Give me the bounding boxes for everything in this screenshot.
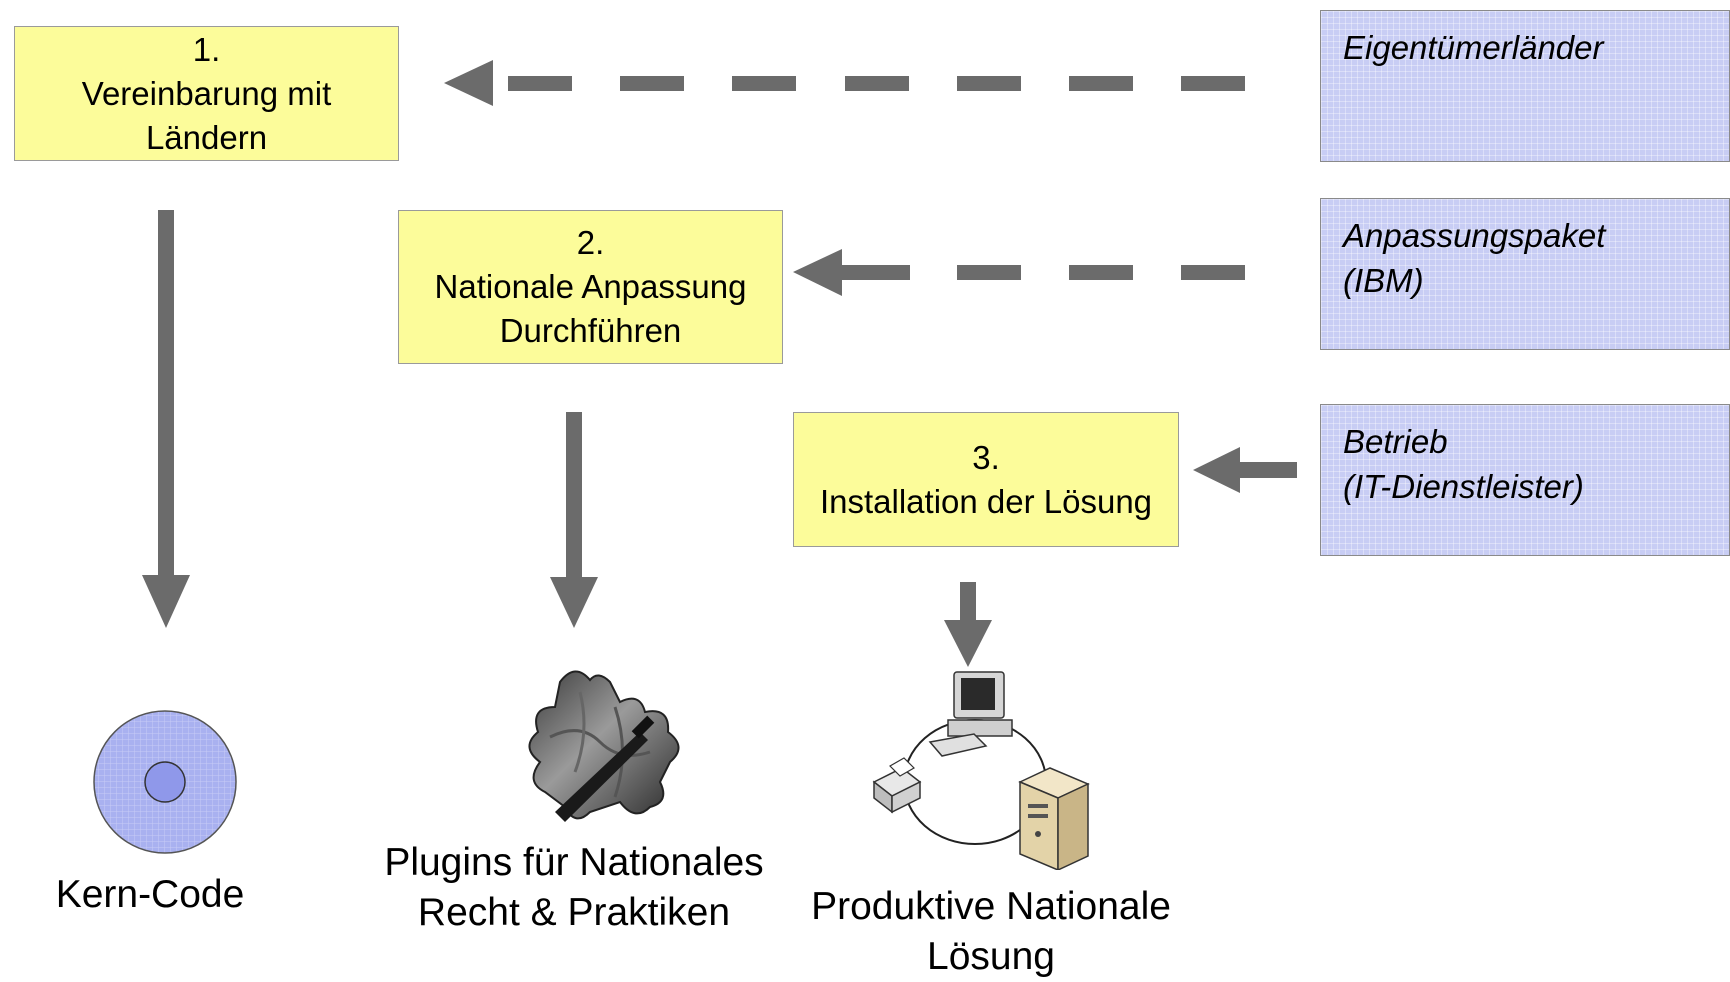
step-2-number: 2.: [576, 224, 605, 261]
network-icon: [872, 671, 1090, 870]
down-arrow-step2: [550, 412, 598, 628]
puzzle-icon: [528, 670, 680, 822]
step-1-line-2: Ländern: [145, 118, 268, 156]
step-1-number: 1.: [192, 30, 221, 68]
step-3-line-1: Installation der Lösung: [819, 482, 1153, 520]
output-3-line-1: Produktive Nationale: [811, 885, 1171, 928]
dashed-arrow-owner-to-step1: [444, 60, 1245, 106]
computer-icon: [928, 671, 1013, 757]
output-productive-label: Produktive Nationale Lösung: [770, 882, 1212, 982]
actor-1-line-1: Eigentümerländer: [1343, 29, 1604, 66]
actor-3-line-1: Betrieb: [1343, 423, 1448, 460]
server-icon: [1018, 767, 1090, 870]
step-2-line-2: Durchführen: [499, 312, 682, 349]
actor-owner-countries-box: Eigentümerländer: [1320, 10, 1730, 162]
step-1-box: 1. Vereinbarung mit Ländern: [14, 26, 399, 161]
disc-icon: [93, 710, 237, 854]
actor-operations-box: Betrieb (IT-Dienstleister): [1320, 404, 1730, 556]
step-2-box: 2. Nationale Anpassung Durchführen: [398, 210, 783, 364]
step-3-number: 3.: [972, 438, 1000, 476]
actor-3-line-2: (IT-Dienstleister): [1343, 468, 1584, 505]
printer-icon: [872, 757, 922, 814]
solid-arrow-it-to-step3: [1193, 447, 1297, 493]
step-3-box: 3. Installation der Lösung: [793, 412, 1179, 547]
output-3-line-2: Lösung: [927, 935, 1055, 978]
actor-2-line-1: Anpassungspaket: [1343, 217, 1606, 254]
output-plugins-label: Plugins für Nationales Recht & Praktiken: [344, 838, 804, 938]
output-1-line-1: Kern-Code: [55, 873, 245, 916]
output-2-line-1: Plugins für Nationales: [384, 841, 764, 884]
actor-adaptation-package-box: Anpassungspaket (IBM): [1320, 198, 1730, 350]
step-1-line-1: Vereinbarung mit: [81, 74, 332, 112]
down-arrow-step3: [944, 582, 992, 667]
step-2-line-1: Nationale Anpassung: [434, 268, 747, 305]
actor-2-line-2: (IBM): [1343, 262, 1424, 299]
down-arrow-step1: [142, 210, 190, 628]
output-kern-code-label: Kern-Code: [0, 870, 300, 920]
output-2-line-2: Recht & Praktiken: [417, 891, 731, 934]
dashed-arrow-ibm-to-step2: [793, 249, 1245, 296]
